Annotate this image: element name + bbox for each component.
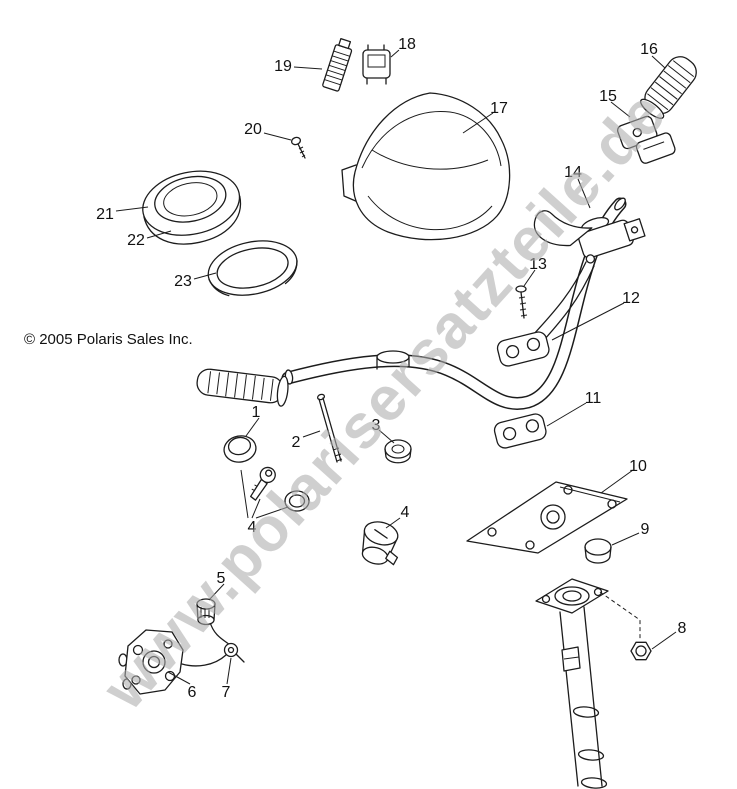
callout-10: 10 [629, 458, 647, 475]
part-clip [181, 642, 245, 667]
part-ring [284, 490, 310, 512]
callout-1: 1 [252, 404, 261, 421]
callout-11: 11 [585, 390, 602, 407]
part-nut [599, 591, 652, 661]
callout-3: 3 [372, 417, 381, 434]
part-switch-housing [617, 115, 676, 164]
part-bracket-assembly [118, 629, 184, 695]
callout-14: 14 [564, 164, 582, 181]
callout-16: 16 [640, 41, 658, 58]
part-screw-small [290, 136, 306, 159]
part-switch-block [362, 44, 391, 85]
part-steering-post [535, 578, 609, 789]
callout-4a: 4 [248, 519, 257, 536]
callout-21: 21 [96, 206, 114, 223]
part-pod-cover [341, 92, 511, 241]
callout-2: 2 [292, 434, 301, 451]
part-cap [384, 439, 412, 464]
part-grip-right [640, 56, 697, 119]
callout-23: 23 [174, 273, 192, 290]
part-ignition-switch [361, 521, 399, 566]
part-connector [322, 38, 353, 92]
callout-15: 15 [599, 88, 617, 105]
part-cap-knob [223, 435, 257, 463]
part-key [250, 466, 276, 501]
callout-12: 12 [622, 290, 640, 307]
part-mount-plate [466, 481, 628, 554]
part-sensor [196, 598, 231, 646]
callout-22: 22 [127, 232, 145, 249]
part-bushing [584, 538, 612, 564]
part-gasket-ring [207, 240, 298, 297]
part-speedometer [142, 170, 242, 245]
callout-20: 20 [244, 121, 262, 138]
part-handlebar-center-cap [376, 350, 410, 370]
part-clamp-lower [493, 413, 547, 449]
callout-4b: 4 [401, 504, 410, 521]
callout-9: 9 [641, 521, 650, 538]
callout-numbers: 1 2 3 4 4 5 6 7 8 9 10 11 12 13 14 15 16… [96, 36, 686, 701]
part-grip-left [196, 368, 289, 407]
part-screw-13 [515, 285, 528, 319]
callout-17: 17 [490, 100, 508, 117]
callout-6: 6 [188, 684, 197, 701]
callout-8: 8 [678, 620, 687, 637]
copyright-text: © 2005 Polaris Sales Inc. [24, 331, 193, 348]
callout-18: 18 [398, 36, 416, 53]
callout-7: 7 [222, 684, 231, 701]
part-rod [316, 393, 343, 463]
part-clamp-upper [496, 331, 550, 367]
part-brake-lever-assembly [533, 210, 646, 341]
callout-19: 19 [274, 58, 292, 75]
callout-13: 13 [529, 256, 547, 273]
callout-leader-lines [115, 49, 677, 685]
callout-5: 5 [217, 570, 226, 587]
